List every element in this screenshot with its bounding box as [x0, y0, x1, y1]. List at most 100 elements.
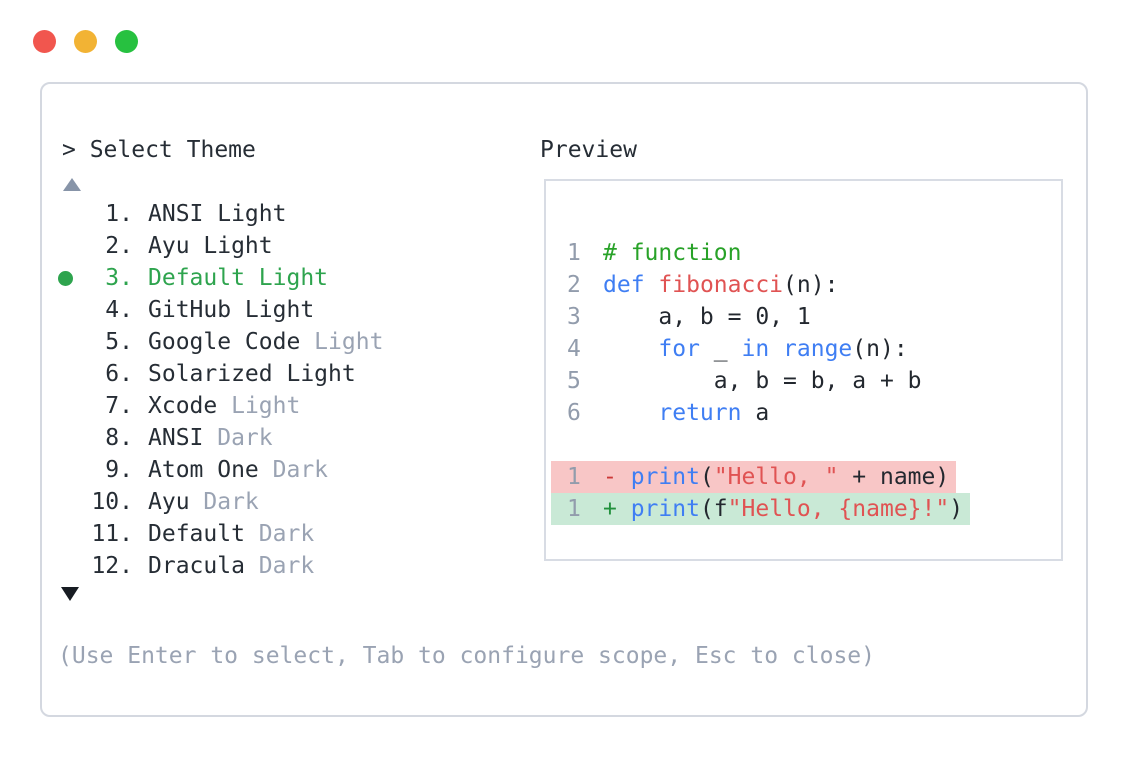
code-line: 3 a, b = 0, 1 — [551, 301, 970, 333]
code-token — [769, 336, 783, 362]
close-button[interactable] — [33, 30, 56, 53]
line-number: 2 — [567, 272, 581, 298]
code-token: def — [603, 272, 645, 298]
code-token — [603, 400, 658, 426]
theme-number: 8. — [105, 425, 133, 451]
window-controls — [33, 30, 138, 53]
selected-bullet-slot — [58, 550, 76, 582]
theme-variant: Light — [217, 393, 301, 419]
code-line: 5 a, b = b, a + b — [551, 365, 970, 397]
line-number: 1 — [567, 240, 581, 266]
scroll-down-indicator-icon[interactable] — [61, 587, 79, 601]
theme-name: ANSI Light — [148, 201, 287, 227]
line-number: 4 — [567, 336, 581, 362]
code-line-content: 3 a, b = 0, 1 — [551, 301, 818, 333]
code-line: 2 def fibonacci(n): — [551, 269, 970, 301]
theme-name: Default — [148, 521, 245, 547]
code-token — [603, 336, 658, 362]
code-token — [645, 272, 659, 298]
prompt-header: > Select Theme — [62, 137, 256, 163]
code-token: for — [658, 336, 700, 362]
code-line-content: 1 # function — [551, 237, 748, 269]
theme-number: 2. — [105, 233, 133, 259]
code-token: (f — [699, 496, 728, 522]
selected-bullet-slot — [58, 454, 76, 486]
theme-name: Xcode — [148, 393, 218, 419]
theme-number: 9. — [105, 457, 133, 483]
theme-selector-panel: > Select Theme 1.ANSI Light 2. Ayu Light 3.… — [40, 82, 1088, 717]
code-line: 1- print("Hello, " + name) — [551, 461, 970, 493]
theme-number: 7. — [105, 393, 133, 419]
code-token: + — [603, 496, 631, 522]
theme-name: Ayu — [148, 489, 190, 515]
selected-bullet-slot — [58, 262, 76, 294]
code-line-content: 2 def fibonacci(n): — [551, 269, 845, 301]
code-token: a, b = b, a + b — [603, 368, 922, 394]
line-number: 5 — [567, 368, 581, 394]
theme-variant: Dark — [203, 425, 273, 451]
preview-title: Preview — [540, 137, 637, 163]
theme-option-2[interactable]: 2. Ayu Light — [58, 230, 383, 262]
theme-name: Ayu Light — [148, 233, 273, 259]
theme-option-6[interactable]: 6.Solarized Light — [58, 358, 383, 390]
selected-bullet-slot — [58, 486, 76, 518]
code-token: (n): — [783, 272, 839, 298]
help-text: (Use Enter to select, Tab to configure s… — [58, 643, 875, 669]
theme-option-10[interactable]: 10.Ayu Dark — [58, 486, 383, 518]
selected-indicator-icon — [58, 270, 73, 286]
selected-bullet-slot — [58, 294, 76, 326]
code-token: - — [603, 464, 631, 490]
theme-option-11[interactable]: 11.Default Dark — [58, 518, 383, 550]
code-token: print — [630, 496, 700, 522]
theme-option-7[interactable]: 7. Xcode Light — [58, 390, 383, 422]
theme-option-9[interactable]: 9. Atom One Dark — [58, 454, 383, 486]
theme-variant: Dark — [244, 553, 315, 579]
code-blank-line — [551, 429, 970, 461]
code-token: _ — [699, 336, 742, 362]
theme-number: 6. — [105, 361, 133, 387]
code-line-content: 4 for _ in range(n): — [551, 333, 915, 365]
code-token: ( — [699, 464, 714, 490]
code-token: print — [630, 464, 700, 490]
scroll-up-indicator-icon[interactable] — [63, 178, 81, 191]
code-line: 6 return a — [551, 397, 970, 429]
theme-option-1[interactable]: 1.ANSI Light — [58, 198, 383, 230]
code-token: + name) — [838, 464, 950, 490]
theme-number: 4. — [105, 297, 133, 323]
selected-bullet-slot — [58, 198, 76, 230]
theme-name: ANSI — [148, 425, 204, 451]
theme-option-3[interactable]: 3.Default Light — [58, 262, 383, 294]
code-token: return — [658, 400, 742, 426]
code-line: 1 # function — [551, 237, 970, 269]
line-number: 3 — [567, 304, 581, 330]
selected-bullet-slot — [58, 390, 76, 422]
theme-number: 10. — [91, 489, 133, 515]
theme-option-5[interactable]: 5.Google Code Light — [58, 326, 383, 358]
theme-name: GitHub Light — [148, 297, 315, 323]
zoom-button[interactable] — [115, 30, 138, 53]
theme-name: Default Light — [148, 265, 329, 291]
code-line: 1+ print(f"Hello, {name}!") — [551, 493, 971, 525]
theme-option-8[interactable]: 8. ANSI Dark — [58, 422, 383, 454]
theme-name: Google Code — [148, 329, 301, 355]
code-token: fibonacci — [658, 272, 784, 298]
theme-number: 5. — [105, 329, 133, 355]
code-token: # function — [603, 240, 742, 266]
selected-bullet-slot — [58, 518, 76, 550]
code-token: in — [741, 336, 770, 362]
selected-bullet-slot — [58, 358, 76, 390]
minimize-button[interactable] — [74, 30, 97, 53]
theme-variant: Dark — [258, 457, 329, 483]
theme-option-4[interactable]: 4. GitHub Light — [58, 294, 383, 326]
theme-variant: Dark — [244, 521, 315, 547]
code-token: (n): — [852, 336, 908, 362]
code-token: ) — [949, 496, 964, 522]
code-token: range — [783, 336, 853, 362]
code-token: a, b = 0, 1 — [603, 304, 811, 330]
code-line-content: 1- print("Hello, " + name) — [551, 461, 957, 493]
theme-name: Atom One — [148, 457, 259, 483]
line-number: 1 — [567, 496, 581, 522]
theme-option-12[interactable]: 12.Dracula Dark — [58, 550, 383, 582]
